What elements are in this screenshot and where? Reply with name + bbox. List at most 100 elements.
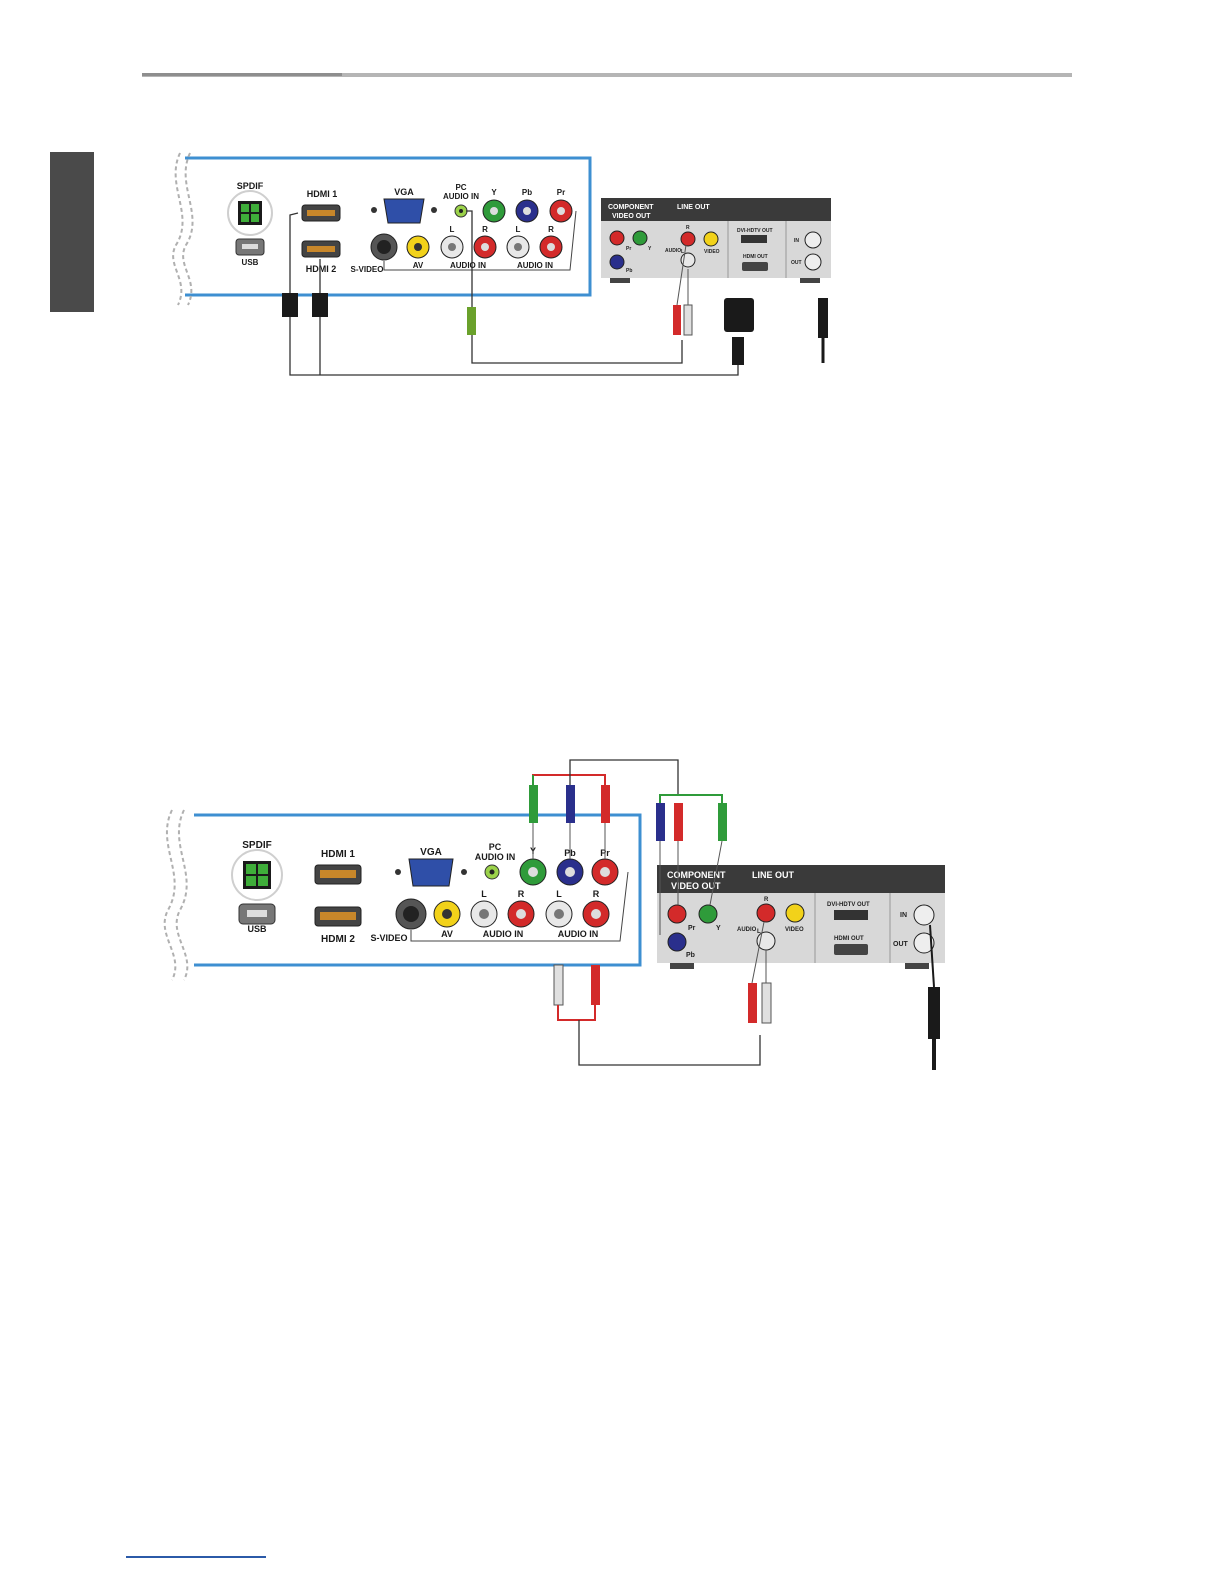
- jack-center: [516, 909, 526, 919]
- jack-center: [557, 207, 565, 215]
- device-l-label: L: [757, 929, 761, 935]
- rca-plug-green-icon: [529, 785, 538, 823]
- pr-label: Pr: [557, 188, 565, 197]
- vga-screw: [461, 869, 467, 875]
- jack-center: [481, 243, 489, 251]
- device-video-label: VIDEO: [704, 249, 720, 255]
- device-y-jack-icon[interactable]: [698, 904, 718, 924]
- page-header-rule: [142, 73, 1072, 77]
- device-pr-jack-icon[interactable]: [609, 230, 625, 246]
- device-video-jack-icon[interactable]: [703, 231, 719, 247]
- tv-back-panel: SPDIF USB HDMI 1 HDMI 2 VGA PC AUDIO IN …: [163, 809, 642, 981]
- component-cable-red: [532, 774, 606, 785]
- device-video-jack-icon[interactable]: [785, 903, 805, 923]
- tv-panel-cut-edge: [172, 152, 184, 306]
- pc-audio-jack-hole: [489, 869, 495, 875]
- component-cable-link: [569, 759, 679, 795]
- pb-label: Pb: [522, 188, 532, 197]
- device-in-label: IN: [794, 238, 799, 244]
- spdif-cell: [246, 864, 256, 874]
- svideo-label: S-VIDEO: [370, 933, 407, 943]
- device-audio-r-jack-icon[interactable]: [680, 231, 696, 247]
- device-hdmi-out-label: HDMI OUT: [743, 254, 768, 260]
- tv-panel-border: [185, 156, 592, 297]
- line-out-label: LINE OUT: [677, 204, 710, 211]
- rca-plug-blue-icon: [566, 785, 575, 823]
- jack-center: [554, 909, 564, 919]
- jack-center: [490, 207, 498, 215]
- rca-lead: [676, 244, 687, 306]
- jack-center: [523, 207, 531, 215]
- device-audio-label: AUDIO: [737, 927, 757, 933]
- audio-in2-label: AUDIO IN: [517, 261, 553, 270]
- audio-cable-line: [466, 210, 683, 364]
- component-out-label-2: VIDEO OUT: [671, 881, 721, 891]
- device-pr-label: Pr: [626, 246, 631, 252]
- r2-label: R: [593, 889, 600, 899]
- jack-center: [600, 867, 610, 877]
- component-cable-device-side: [659, 794, 723, 803]
- usb-port-slot: [242, 244, 258, 249]
- rca-plug-red-icon: [748, 983, 757, 1023]
- dvi-plug-strain: [732, 337, 744, 365]
- device-pr-jack-icon[interactable]: [667, 904, 687, 924]
- spdif-cell: [246, 876, 256, 886]
- jack-center: [547, 243, 555, 251]
- jack-center: [442, 909, 452, 919]
- device-hdmi-port-icon[interactable]: [834, 944, 868, 955]
- rca-lead: [709, 840, 723, 906]
- source-device: COMPONENT VIDEO OUT LINE OUT Pr Y Pb R A…: [601, 198, 831, 283]
- device-audio-label: AUDIO: [665, 248, 681, 254]
- usb-label: USB: [242, 258, 259, 267]
- device-r-label: R: [764, 897, 769, 903]
- component-out-label-1: COMPONENT: [608, 204, 654, 211]
- rca-plug-white-icon: [553, 964, 564, 1006]
- device-l-label: L: [681, 249, 684, 255]
- device-antenna-in-icon[interactable]: [804, 231, 822, 249]
- device-foot: [610, 278, 630, 283]
- device-y-jack-icon[interactable]: [632, 230, 648, 246]
- spdif-label: SPDIF: [237, 181, 264, 191]
- device-pb-jack-icon[interactable]: [667, 932, 687, 952]
- device-dvi-port-icon[interactable]: [741, 235, 767, 243]
- hdmi1-label: HDMI 1: [307, 189, 338, 199]
- spdif-cell: [251, 214, 259, 222]
- pc-audio-label-1: PC: [455, 183, 466, 192]
- spdif-label: SPDIF: [242, 840, 271, 851]
- jack-center: [528, 867, 538, 877]
- cables: [282, 210, 828, 376]
- device-y-label: Y: [648, 246, 652, 252]
- tv-panel-cut-edge: [163, 809, 177, 981]
- device-antenna-in-icon[interactable]: [913, 904, 935, 926]
- device-antenna-out-icon[interactable]: [913, 932, 935, 954]
- rca-plug-white-icon: [761, 982, 772, 1024]
- hdmi2-port-pins: [320, 912, 356, 920]
- footer-link-rule: [126, 1556, 266, 1558]
- vga-port-icon[interactable]: [408, 858, 454, 887]
- device-hdmi-port-icon[interactable]: [742, 262, 768, 271]
- device-antenna-out-icon[interactable]: [804, 253, 822, 271]
- rca-plug-red-icon: [591, 965, 600, 1005]
- device-dvi-label: DVI-HDTV OUT: [737, 228, 773, 234]
- device-hdmi-out-label: HDMI OUT: [834, 936, 864, 942]
- tv-back-panel: SPDIF USB HDMI 1 HDMI 2 VGA PC AUDIO IN …: [172, 152, 592, 306]
- spdif-cell: [258, 864, 268, 874]
- device-dvi-port-icon[interactable]: [834, 910, 868, 920]
- l2-label: L: [516, 225, 521, 234]
- device-pb-jack-icon[interactable]: [609, 254, 625, 270]
- rca-plug-red-icon: [674, 803, 683, 841]
- rca-plug-green-icon: [718, 803, 727, 841]
- pc-audio-label-1: PC: [489, 842, 502, 852]
- coax-connector-icon: [818, 298, 828, 338]
- vga-port-icon[interactable]: [383, 198, 425, 224]
- source-device: COMPONENT VIDEO OUT LINE OUT Pr Y Pb R A…: [657, 865, 945, 969]
- hdmi1-cable-lead: [289, 212, 299, 295]
- av-label: AV: [413, 261, 424, 270]
- dvi-plug-icon: [724, 298, 754, 332]
- component-connection-diagram: SPDIF USB HDMI 1 HDMI 2 VGA PC AUDIO IN …: [163, 759, 945, 1070]
- rca-lead: [751, 921, 765, 984]
- tv-panel-cut-edge-inner: [175, 809, 189, 981]
- coax-lead: [929, 924, 935, 988]
- hdmi2-label: HDMI 2: [321, 934, 355, 945]
- device-audio-r-jack-icon[interactable]: [756, 903, 776, 923]
